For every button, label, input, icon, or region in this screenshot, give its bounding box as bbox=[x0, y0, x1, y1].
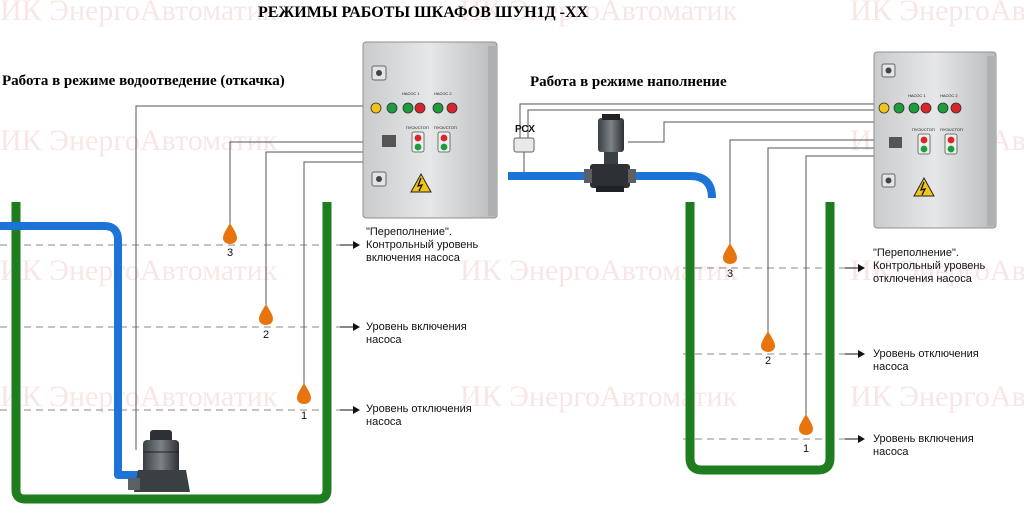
cabinet-label: ПУСК/СТОП bbox=[912, 127, 935, 132]
level-label: Уровень отключения насоса bbox=[873, 348, 979, 373]
cabinet-label: ПУСК/СТОП bbox=[434, 125, 457, 130]
level-label: "Переполнение". Контрольный уровень откл… bbox=[873, 247, 986, 285]
level-arrow bbox=[845, 435, 865, 443]
level-arrow bbox=[340, 406, 360, 414]
page-title: РЕЖИМЫ РАБОТЫ ШКАФОВ ШУН1Д -ХХ bbox=[258, 4, 589, 21]
cabinet-label: НАСОС 1 bbox=[402, 91, 420, 96]
float-cables bbox=[135, 105, 366, 450]
float-switch bbox=[799, 414, 813, 435]
right-heading: Работа в режиме наполнение bbox=[530, 74, 727, 90]
cabinet-label: НАСОС 2 bbox=[434, 91, 452, 96]
level-arrow bbox=[845, 264, 865, 272]
float-switch bbox=[223, 223, 237, 244]
float-switch bbox=[761, 331, 775, 352]
float-switch bbox=[297, 383, 311, 404]
level-arrow bbox=[845, 350, 865, 358]
level-label: "Переполнение". Контрольный уровень вклю… bbox=[366, 226, 479, 264]
tank bbox=[11, 202, 332, 504]
float-number: 3 bbox=[227, 247, 234, 259]
float-number: 1 bbox=[803, 443, 810, 455]
float-number: 2 bbox=[765, 355, 772, 367]
cabinet-label: НАСОС 1 bbox=[908, 93, 926, 98]
cabinet-label: НАСОС 2 bbox=[940, 93, 958, 98]
float-cables bbox=[519, 103, 878, 417]
level-label: Уровень включения насоса bbox=[366, 321, 467, 346]
control-cabinet bbox=[362, 41, 498, 219]
float-number: 2 bbox=[263, 329, 270, 341]
float-number: 3 bbox=[727, 268, 734, 280]
sensor-label: РСХ bbox=[515, 124, 535, 135]
pressure-sensor bbox=[513, 137, 535, 172]
float-switch bbox=[723, 243, 737, 264]
level-arrow bbox=[340, 323, 360, 331]
level-label: Уровень включения насоса bbox=[873, 433, 974, 458]
control-cabinet bbox=[873, 51, 997, 229]
level-label: Уровень отключения насоса bbox=[366, 403, 472, 428]
submersible-pump bbox=[128, 430, 190, 492]
left-heading: Работа в режиме водоотведение (откачка) bbox=[2, 73, 285, 89]
float-switch bbox=[259, 304, 273, 325]
cabinet-label: ПУСК/СТОП bbox=[406, 125, 429, 130]
inlet-pipe bbox=[508, 172, 716, 199]
level-arrow bbox=[340, 241, 360, 249]
float-number: 1 bbox=[301, 410, 308, 422]
discharge-pipe bbox=[0, 222, 140, 479]
inline-pump bbox=[584, 114, 636, 192]
cabinet-label: ПУСК/СТОП bbox=[940, 127, 963, 132]
tank bbox=[685, 202, 835, 475]
